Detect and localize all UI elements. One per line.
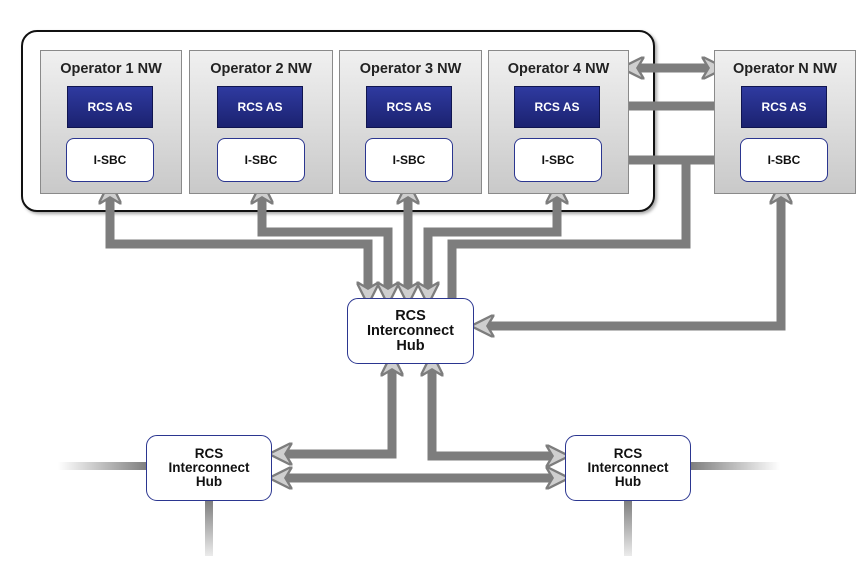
left-hub-line3: Hub	[195, 474, 223, 489]
link-op1-hub	[110, 188, 368, 298]
operator-1-isbc: I-SBC	[66, 138, 154, 182]
operator-4-rcs-as: RCS AS	[514, 86, 600, 128]
operator-1-title: Operator 1 NW	[60, 61, 162, 77]
central-hub-line3: Hub	[396, 337, 425, 354]
operator-n-isbc: I-SBC	[740, 138, 828, 182]
operator-2-title: Operator 2 NW	[210, 61, 312, 77]
operator-2-isbc: I-SBC	[217, 138, 305, 182]
operator-n-title: Operator N NW	[733, 61, 837, 77]
right-hub-line1: RCS	[613, 446, 643, 461]
operator-4-title: Operator 4 NW	[507, 61, 610, 77]
link-hub-right	[432, 360, 562, 456]
stub-right-hub-east	[690, 462, 780, 470]
central-hub-line1: RCS	[395, 307, 426, 324]
link-opN-sbc-hub	[478, 188, 781, 326]
left-hub-line1: RCS	[194, 446, 224, 461]
right-hub-line3: Hub	[614, 474, 642, 489]
right-hub-line2: Interconnect	[587, 460, 669, 475]
operator-2-rcs-as: RCS AS	[217, 86, 303, 128]
left-hub-line2: Interconnect	[168, 460, 250, 475]
left-interconnect-hub: RCS Interconnect Hub	[146, 435, 272, 501]
operator-1-rcs-as: RCS AS	[67, 86, 153, 128]
stub-right-hub-south	[624, 500, 632, 556]
link-op2-hub	[262, 188, 388, 298]
operator-3-title: Operator 3 NW	[359, 61, 462, 77]
central-hub-line2: Interconnect	[366, 322, 454, 339]
operator-3-rcs-as: RCS AS	[366, 86, 452, 128]
operator-3-isbc: I-SBC	[365, 138, 453, 182]
central-interconnect-hub: RCS Interconnect Hub	[347, 298, 474, 364]
stub-left-hub-south	[205, 500, 213, 556]
link-hub-left	[276, 360, 392, 454]
stub-left-hub-west	[58, 462, 148, 470]
operator-4-isbc: I-SBC	[514, 138, 602, 182]
operator-n-rcs-as: RCS AS	[741, 86, 827, 128]
right-interconnect-hub: RCS Interconnect Hub	[565, 435, 691, 501]
